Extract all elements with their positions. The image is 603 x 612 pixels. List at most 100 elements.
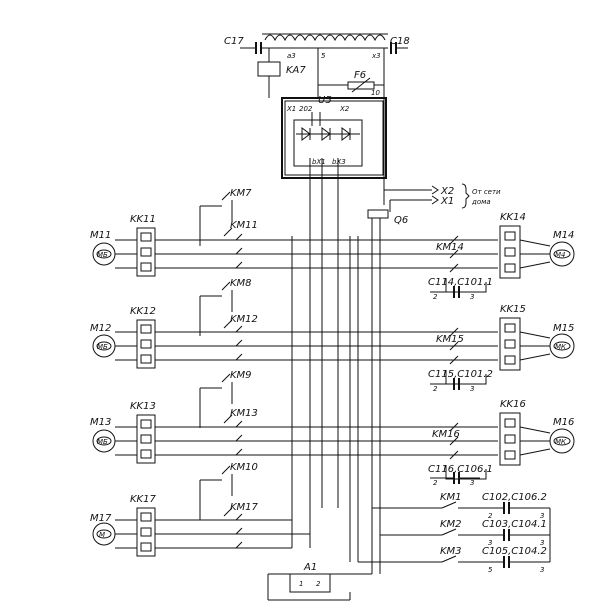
label-c17: C17 [224,36,244,47]
relay-ka7-coil [257,61,281,77]
cap-terminal-left-r2: 2 [433,385,438,393]
network-caption-1: От сети [472,188,501,196]
label-q6: Q6 [394,215,408,226]
label-m12: M12 [90,323,111,334]
right-motor-row-1 [430,225,575,298]
label-km10: KM10 [230,462,258,473]
label-caps-row2: C115,C101.2 [428,369,493,380]
label-kk14: KK14 [500,212,526,223]
switch-q6 [367,209,389,219]
label-m16: M16 [553,417,574,428]
a1-box [289,573,331,593]
label-km16: KM16 [432,429,460,440]
bottom-contactors [358,501,551,568]
label-kk15: KK15 [500,304,526,315]
labels: C17 C18 a3 5 x3 KA7 F6 10 U5 X1 202 X2 b… [90,36,574,588]
a1-pin-1: 1 [299,580,303,588]
label-km13: KM13 [230,408,258,419]
a1-pin-2: 2 [316,580,321,588]
label-km14: KM14 [436,242,464,253]
km3-terminal-left: 5 [488,566,493,574]
label-u5-bx3: bX3 [332,158,346,166]
label-m17: M17 [90,513,112,524]
km2-terminal-right: 3 [540,539,544,547]
label-kk12: KK12 [130,306,156,317]
label-kk13: KK13 [130,401,156,412]
label-caps-row1: C114,C101.1 [428,277,493,288]
symbol-m13: МБ [97,438,108,446]
left-motor-row-3 [92,373,498,464]
label-ka7: KA7 [286,65,306,76]
label-m15: M15 [553,323,574,334]
label-a3: a3 [287,52,296,60]
motor-m15-symbol [549,333,575,359]
cap-terminal-left-r3: 2 [433,479,438,487]
motor-m14-symbol [549,241,575,267]
label-km9: KM9 [230,370,252,381]
label-x3: x3 [371,52,381,60]
transformer-section [240,33,408,205]
label-u5-bx1: bX1 [312,158,326,166]
thermal-kk17 [136,507,156,557]
thermal-kk14 [499,225,521,279]
vertical-buses [267,236,372,600]
right-motor-row-3 [430,412,575,484]
label-fuse-mark: 10 [371,89,380,97]
u5-module [281,97,387,236]
label-5: 5 [321,52,326,60]
label-km2: KM2 [440,519,462,530]
a1-block [268,573,351,601]
label-m13: M13 [90,417,111,428]
cap-terminal-left-r1: 2 [433,293,438,301]
label-m11: M11 [90,230,111,241]
label-km7: KM7 [230,188,252,199]
label-caps-row3: C116,C106.1 [428,464,493,475]
label-km12: KM12 [230,314,258,325]
left-motor-row-1 [92,191,498,277]
label-u5-202: 202 [299,105,313,113]
label-caps-km2: C103,C104.1 [482,519,547,530]
left-motor-row-4 [92,465,310,557]
label-net-x1: X1 [440,196,454,207]
thermal-kk15 [499,317,521,371]
label-u5: U5 [318,95,332,106]
label-a1: A1 [303,562,317,573]
label-km1: KM1 [440,492,462,503]
symbol-m14: М4 [555,251,566,259]
label-net-x2: X2 [440,186,454,197]
symbol-m17: М [99,531,105,539]
network-input [367,183,470,574]
thermal-kk13 [136,414,156,464]
label-km15: KM15 [436,334,464,345]
symbol-m16: МК [555,438,567,446]
cap-terminal-right-r3: 3 [470,479,474,487]
label-km17: KM17 [230,502,259,513]
label-kk11: KK11 [130,214,156,225]
label-km11: KM11 [230,220,258,231]
cap-terminal-right-r1: 3 [470,293,474,301]
label-u5-x2: X2 [339,105,350,113]
cap-terminal-right-r2: 3 [470,385,474,393]
label-kk17: KK17 [130,494,156,505]
thermal-kk12 [136,319,156,369]
label-km3: KM3 [440,546,462,557]
km1-terminal-left: 2 [488,512,493,520]
thermal-kk16 [499,412,521,466]
thermal-kk11 [136,227,156,277]
motor-m16-symbol [549,428,575,454]
symbol-m11: МБ [97,251,108,259]
label-kk16: KK16 [500,399,526,410]
right-motor-row-2 [430,317,575,390]
label-c18: C18 [390,36,410,47]
label-km8: KM8 [230,278,252,289]
label-m14: M14 [553,230,574,241]
network-caption-2: дома [471,198,491,206]
left-motor-row-2 [92,281,498,369]
symbol-m15: МК [555,343,567,351]
label-caps-km1: C102,C106.2 [482,492,547,503]
label-f6: F6 [354,70,366,81]
km3-terminal-right: 3 [540,566,544,574]
km2-terminal-left: 3 [488,539,492,547]
